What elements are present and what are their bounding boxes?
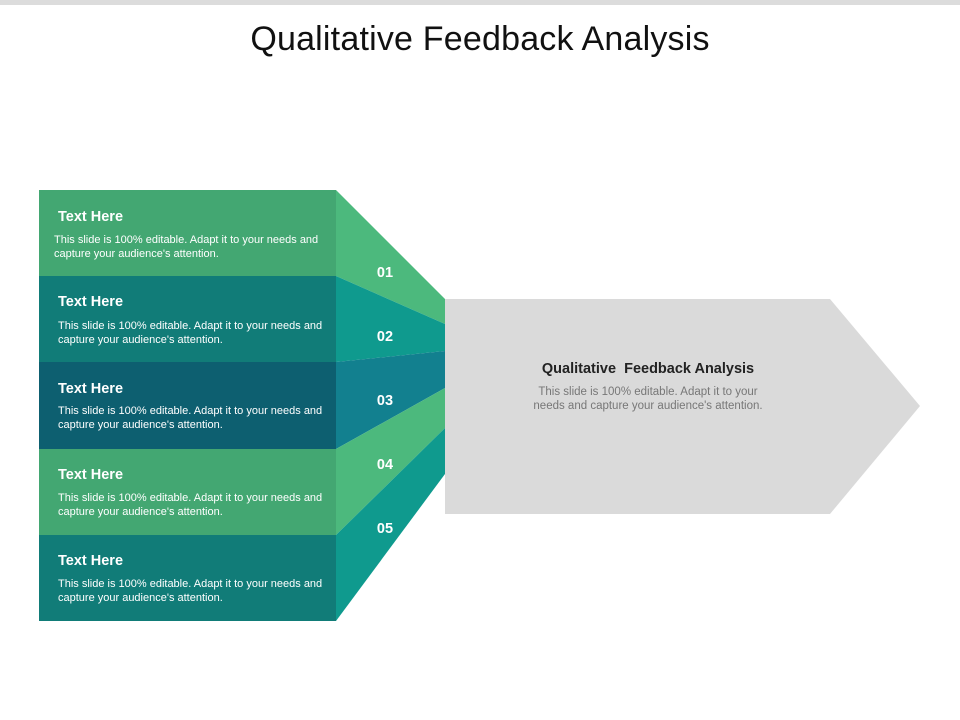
step-5-heading: Text Here bbox=[58, 553, 124, 569]
step-4-heading: Text Here bbox=[58, 467, 124, 483]
step-2-number: 02 bbox=[376, 329, 394, 345]
step-4-number: 04 bbox=[376, 457, 394, 473]
step-3-heading: Text Here bbox=[58, 381, 124, 397]
step-3-block bbox=[39, 362, 336, 449]
step-2-block bbox=[39, 276, 336, 362]
step-1-wedge bbox=[336, 190, 445, 324]
step-1-number: 01 bbox=[376, 265, 394, 281]
step-1-block bbox=[39, 190, 336, 276]
step-2-text: Text Here This slide is 100% editable. A… bbox=[39, 276, 336, 362]
step-2-wedge bbox=[336, 276, 445, 362]
step-2-description: This slide is 100% editable. Adapt it to… bbox=[58, 320, 323, 346]
step-1-heading: Text Here bbox=[58, 209, 124, 225]
step-3-text: Text Here This slide is 100% editable. A… bbox=[39, 362, 336, 449]
top-border bbox=[0, 0, 960, 5]
step-5-wedge bbox=[336, 428, 445, 621]
summary-arrow bbox=[445, 299, 920, 514]
step-3-wedge bbox=[336, 351, 445, 449]
step-3-description: This slide is 100% editable. Adapt it to… bbox=[58, 405, 323, 431]
step-4-text: Text Here This slide is 100% editable. A… bbox=[39, 449, 336, 535]
step-5-number: 05 bbox=[376, 521, 394, 537]
step-5-description: This slide is 100% editable. Adapt it to… bbox=[58, 578, 323, 604]
summary-title: Qualitative Feedback Analysis bbox=[541, 361, 755, 377]
step-4-description: This slide is 100% editable. Adapt it to… bbox=[58, 492, 323, 518]
step-5-text: Text Here This slide is 100% editable. A… bbox=[39, 535, 336, 621]
step-2-heading: Text Here bbox=[58, 294, 124, 310]
step-3-number: 03 bbox=[376, 393, 394, 409]
step-1-description: This slide is 100% editable. Adapt it to… bbox=[54, 234, 319, 260]
step-4-block bbox=[39, 449, 336, 535]
step-1-text: Text Here This slide is 100% editable. A… bbox=[39, 190, 336, 276]
summary-description: This slide is 100% editable. Adapt it to… bbox=[533, 386, 763, 412]
step-4-wedge bbox=[336, 388, 445, 535]
step-5-block bbox=[39, 535, 336, 621]
slide-title: Qualitative Feedback Analysis bbox=[250, 20, 710, 58]
